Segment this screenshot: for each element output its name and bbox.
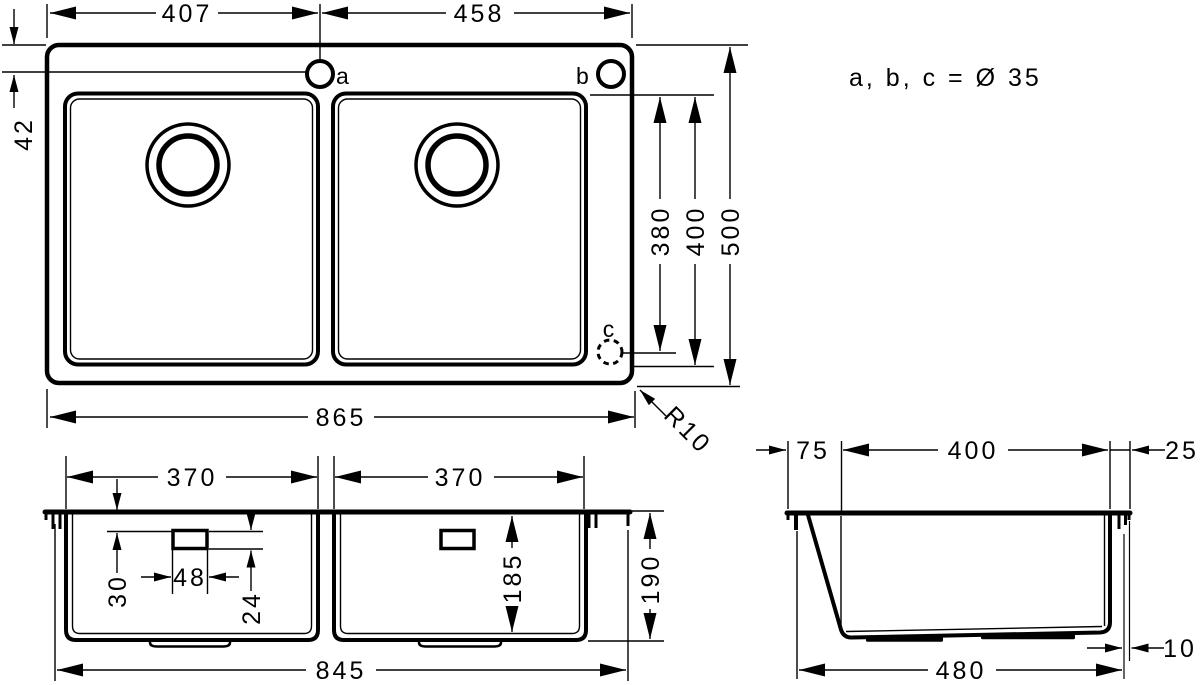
dim-42: 42: [2, 9, 306, 151]
drain-right-icon: [414, 122, 500, 208]
dim-75: 75: [756, 437, 830, 509]
hole-diameter-note: a, b, c = Ø 35: [849, 64, 1042, 92]
dim-42-label: 42: [10, 117, 38, 151]
dim-458: 458: [322, 0, 633, 38]
dim-458-label: 458: [454, 0, 505, 28]
bowl-right-front: [332, 512, 588, 648]
front-mount-clips: [44, 510, 630, 529]
overflow-left: [171, 528, 209, 551]
dim-10: 10: [1087, 521, 1197, 663]
dim-10-label: 10: [1163, 635, 1197, 663]
hole-a-label: a: [336, 63, 350, 89]
dim-24: 24: [209, 513, 266, 625]
drain-recess-left: [148, 640, 232, 648]
dim-370-right: 370: [333, 456, 585, 509]
sink-outline-plan: [44, 42, 635, 386]
dim-400-plan-label: 400: [682, 206, 710, 257]
overflow-right: [439, 528, 476, 551]
dim-370-right-label: 370: [435, 464, 486, 492]
dim-30-label: 30: [104, 574, 132, 608]
side-mount-clips: [786, 511, 1131, 530]
dim-48-label: 48: [173, 564, 207, 592]
dim-25: 25: [1110, 437, 1199, 509]
dim-380: 380: [590, 94, 714, 354]
foot-pad-left: [866, 636, 943, 642]
front-view: 370 370 30 48 24: [42, 456, 665, 685]
dim-500-label: 500: [717, 206, 745, 257]
dim-25-label: 25: [1165, 437, 1199, 465]
dim-185: 185: [499, 516, 527, 632]
dim-400-side: 400: [840, 437, 1111, 512]
bowl-side-profile: [806, 513, 1112, 642]
dim-400-side-label: 400: [948, 437, 999, 465]
drain-left-icon: [145, 122, 231, 208]
dim-845: 845: [54, 524, 629, 685]
dim-500: 500: [636, 44, 748, 388]
dim-380-label: 380: [647, 206, 675, 257]
dim-30: 30: [104, 479, 174, 608]
dim-75-label: 75: [796, 437, 830, 465]
bowl-left-plan: [63, 91, 320, 367]
tap-hole-b: [596, 59, 626, 89]
dim-407: 407: [46, 0, 321, 60]
dim-407-label: 407: [162, 0, 213, 28]
hole-b-label: b: [576, 63, 590, 89]
dim-845-label: 845: [316, 657, 367, 685]
tap-hole-c-optional: [596, 338, 624, 366]
dim-r10-label: R10: [658, 401, 717, 460]
dim-185-label: 185: [499, 553, 527, 604]
dim-400-plan: 400: [633, 97, 714, 368]
bowl-right-plan: [331, 91, 588, 367]
side-view: 75 400 25 10 480: [756, 437, 1199, 685]
dim-190-label: 190: [637, 554, 665, 605]
drain-recess-right: [417, 640, 503, 648]
dim-48: 48: [141, 550, 239, 594]
dim-480: 480: [796, 531, 1125, 685]
hole-c-label: c: [603, 316, 616, 342]
plan-view: a b c 407 458 42: [2, 0, 1042, 460]
foot-pad-right: [981, 634, 1075, 640]
dim-480-label: 480: [936, 657, 987, 685]
corner-radius-callout: R10: [639, 389, 717, 460]
dim-370-left-label: 370: [167, 464, 218, 492]
dim-190: 190: [588, 510, 665, 642]
dim-24-label: 24: [238, 591, 266, 625]
bowl-left-front: [64, 512, 320, 648]
dim-865: 865: [46, 389, 636, 432]
dim-865-label: 865: [316, 404, 367, 432]
tap-hole-a: [305, 59, 335, 89]
dim-370-left: 370: [65, 456, 319, 509]
